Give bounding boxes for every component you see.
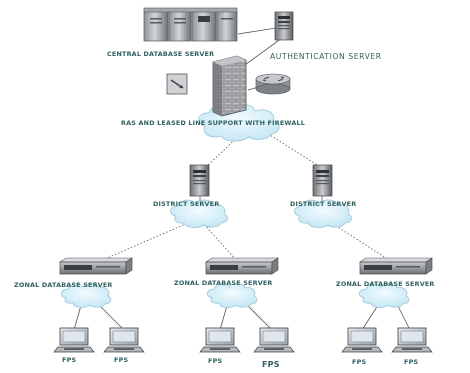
tower-server-icon [274, 11, 294, 41]
tower-server-icon [312, 164, 333, 197]
label-zonal-server-3: ZONAL DATABASE SERVER [336, 280, 435, 288]
desktop-computer-icon [391, 327, 433, 353]
switch-icon [166, 73, 188, 95]
label-district-server-left: DISTRICT SERVER [153, 200, 219, 208]
label-fps-1: FPS [62, 356, 76, 364]
desktop-computer-icon [199, 327, 241, 353]
label-fps-4: FPS [262, 360, 280, 369]
desktop-computer-icon [253, 327, 295, 353]
label-fps-6: FPS [404, 358, 418, 366]
link-backbone-district-right [261, 129, 323, 169]
cloud-district-left [170, 199, 228, 228]
link-central-auth [237, 27, 277, 35]
label-fps-2: FPS [114, 356, 128, 364]
link-backbone-district-left [204, 129, 246, 169]
brick-firewall-icon [212, 55, 247, 117]
rack-server-icon [205, 257, 279, 275]
cloud-zonal-3 [358, 283, 410, 308]
label-fps-5: FPS [352, 358, 366, 366]
label-zonal-server-2: ZONAL DATABASE SERVER [174, 279, 273, 287]
link-district-zonal-3 [329, 221, 393, 263]
cloud-zonal-2 [206, 283, 258, 308]
desktop-computer-icon [53, 327, 95, 353]
link-district-zonal-2 [201, 221, 239, 263]
label-district-server-right: DISTRICT SERVER [290, 200, 356, 208]
desktop-computer-icon [341, 327, 383, 353]
rack-server-icon [59, 257, 133, 275]
label-authentication-server: AUTHENTICATION SERVER [270, 52, 382, 61]
label-ras-firewall: RAS AND LEASED LINE SUPPORT WITH FIREWAL… [121, 119, 305, 127]
desktop-computer-icon [103, 327, 145, 353]
tower-server-icon [189, 164, 210, 197]
mainframe-server-icon [143, 7, 238, 42]
rack-server-icon [359, 257, 433, 275]
link-district-zonal-1 [97, 221, 191, 263]
router-icon [255, 73, 291, 95]
label-central-database-server: CENTRAL DATABASE SERVER [107, 50, 214, 58]
cloud-zonal-1 [60, 283, 112, 308]
label-zonal-server-1: ZONAL DATABASE SERVER [14, 281, 113, 289]
cloud-district-right [294, 199, 352, 228]
label-fps-3: FPS [208, 357, 222, 365]
